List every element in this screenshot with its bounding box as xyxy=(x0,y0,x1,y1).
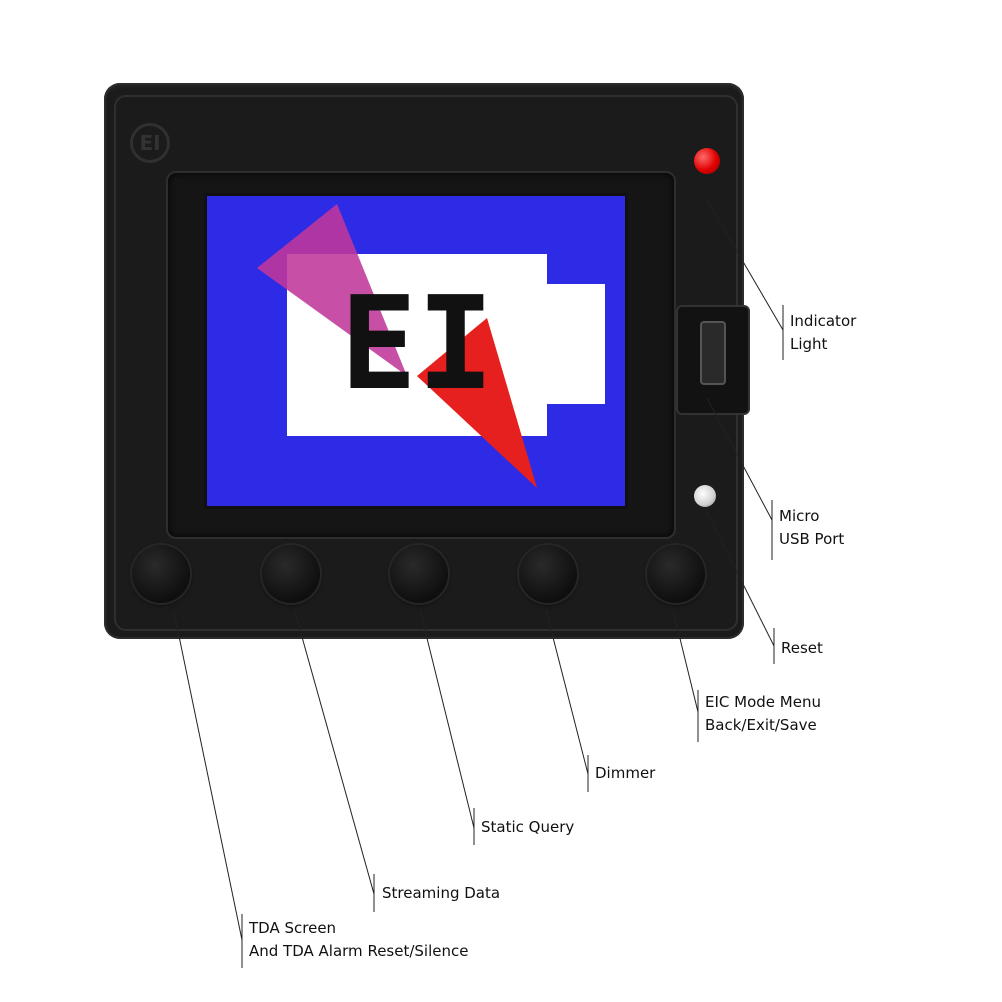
callout-line: Dimmer xyxy=(595,764,656,782)
dimmer-button[interactable] xyxy=(519,545,577,603)
indicator-light xyxy=(694,148,720,174)
brand-mark-text: EI xyxy=(139,131,161,155)
leader-streaming-data xyxy=(294,611,375,895)
leader-static-query xyxy=(419,609,475,829)
brand-logo-icon: EI xyxy=(130,123,170,163)
callout-line: Micro xyxy=(779,507,820,525)
static-query-button[interactable] xyxy=(390,545,448,603)
usb-housing xyxy=(676,305,750,415)
leader-tda-screen xyxy=(173,611,243,941)
display-screen: EI xyxy=(204,193,628,509)
callout-static-query: Static Query xyxy=(481,816,574,839)
screen-logo-graphic: EI xyxy=(257,204,605,488)
eic-mode-menu-button[interactable] xyxy=(647,545,705,603)
callout-line: Light xyxy=(790,335,828,353)
callout-streaming-data: Streaming Data xyxy=(382,882,500,905)
red-triangle xyxy=(417,318,537,488)
callout-reset: Reset xyxy=(781,637,823,660)
callout-tda-screen: TDA Screen And TDA Alarm Reset/Silence xyxy=(249,917,468,963)
callout-eic-mode-menu: EIC Mode Menu Back/Exit/Save xyxy=(705,691,821,737)
callout-dimmer: Dimmer xyxy=(595,762,655,785)
callout-line: Static Query xyxy=(481,818,575,836)
callout-line: USB Port xyxy=(779,530,845,548)
callout-line: And TDA Alarm Reset/Silence xyxy=(249,942,469,960)
callout-line: Back/Exit/Save xyxy=(705,716,817,734)
tda-screen-button[interactable] xyxy=(132,545,190,603)
callout-line: Indicator xyxy=(790,312,857,330)
micro-usb-port xyxy=(700,321,726,385)
callout-line: EIC Mode Menu xyxy=(705,693,821,711)
screen-logo-text: EI xyxy=(340,270,494,419)
callout-line: Streaming Data xyxy=(382,884,501,902)
callout-line: Reset xyxy=(781,639,823,657)
magenta-triangle xyxy=(257,204,407,376)
callout-micro-usb-port: Micro USB Port xyxy=(779,505,844,551)
callout-indicator-light: Indicator Light xyxy=(790,310,856,356)
reset-button[interactable] xyxy=(694,485,716,507)
callout-line: TDA Screen xyxy=(249,919,337,937)
streaming-data-button[interactable] xyxy=(262,545,320,603)
display-device: EI EI xyxy=(104,83,750,639)
